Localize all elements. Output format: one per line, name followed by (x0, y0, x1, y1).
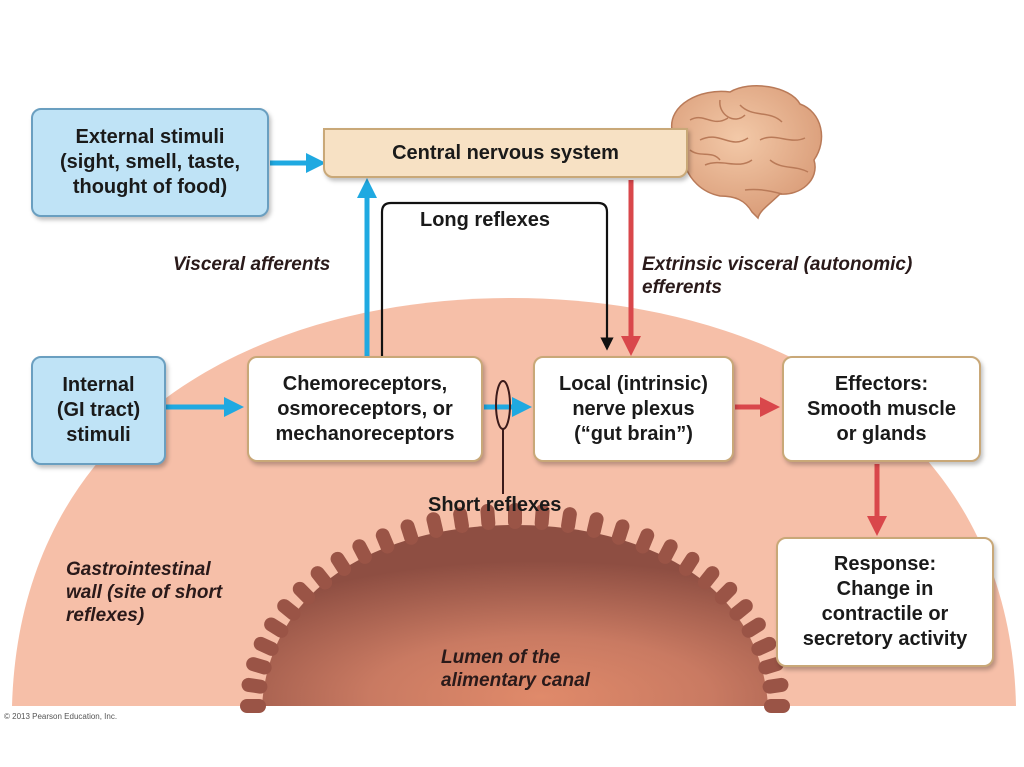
villus (697, 566, 720, 590)
response-box: Response: Change in contractile or secre… (776, 537, 994, 667)
local-plexus-box: Local (intrinsic) nerve plexus (“gut bra… (533, 356, 734, 462)
villus (658, 539, 678, 564)
lumen-label: Lumen of the alimentary canal (441, 646, 590, 692)
villus (240, 699, 266, 713)
response-title: Response: (833, 553, 937, 575)
receptors-line-2: osmoreceptors, or (277, 397, 453, 420)
villus (635, 528, 655, 554)
villus (253, 636, 279, 656)
visceral-afferents-label: Visceral afferents (173, 254, 331, 275)
response-line-2: contractile or (821, 603, 949, 625)
lumen-line-1: Lumen of the (441, 647, 561, 668)
villus (310, 566, 333, 590)
long-reflexes-loop (380, 201, 614, 358)
villus (330, 551, 352, 576)
villus (534, 504, 550, 530)
villus (400, 519, 419, 545)
villus (678, 551, 700, 576)
short-reflexes-label: Short reflexes (428, 494, 562, 516)
extrinsic-efferents-line-1: Extrinsic visceral (autonomic) (642, 254, 913, 275)
effectors-line-1: Smooth muscle (807, 397, 956, 420)
effectors-line-2: or glands (836, 422, 927, 445)
villus (352, 539, 372, 564)
local-plexus-line-1: Local (intrinsic) (559, 372, 708, 395)
external-stimuli-line-1: External stimuli (75, 126, 225, 148)
cns-box: Central nervous system (323, 128, 688, 178)
internal-stimuli-box: Internal (GI tract) stimuli (31, 356, 166, 465)
receptors-line-1: Chemoreceptors, (282, 372, 448, 395)
villus (246, 657, 272, 675)
local-plexus-line-3: (“gut brain”) (574, 422, 693, 445)
response-line-1: Change in (836, 578, 934, 600)
villus (729, 599, 753, 621)
internal-stimuli-line-1: Internal (62, 374, 135, 396)
gi-wall-line-1: Gastrointestinal (66, 559, 211, 580)
external-stimuli-line-3: thought of food) (72, 176, 228, 198)
extrinsic-efferents-label: Extrinsic visceral (autonomic) efferents (642, 253, 912, 299)
villus (292, 581, 316, 605)
villus (751, 636, 777, 656)
gi-wall-line-2: wall (site of short (66, 582, 223, 603)
gi-wall-line-3: reflexes) (66, 605, 145, 626)
villus (764, 699, 790, 713)
brain-icon (669, 85, 823, 220)
villus (480, 504, 496, 530)
response-line-3: secretory activity (802, 628, 968, 650)
local-plexus-line-2: nerve plexus (572, 397, 695, 420)
villus (264, 617, 289, 638)
villus (426, 512, 444, 538)
long-reflexes-label: Long reflexes (420, 209, 551, 231)
villus (375, 528, 395, 554)
villus (586, 512, 604, 538)
villus (561, 507, 577, 533)
lumen-shape (240, 503, 790, 713)
copyright-text: © 2013 Pearson Education, Inc. (4, 712, 118, 721)
receptors-line-3: mechanoreceptors (275, 422, 455, 445)
cns-label: Central nervous system (392, 141, 619, 164)
extrinsic-efferents-line-2: efferents (642, 277, 722, 298)
villus (714, 581, 738, 605)
external-stimuli-line-2: (sight, smell, taste, (59, 151, 241, 173)
effectors-box: Effectors: Smooth muscle or glands (782, 356, 981, 462)
villus (741, 617, 766, 638)
villus (277, 599, 301, 621)
villus (611, 519, 630, 545)
villus (241, 677, 268, 694)
external-stimuli-box: External stimuli (sight, smell, taste, t… (31, 108, 269, 217)
gi-wall-label: Gastrointestinal wall (site of short ref… (66, 558, 222, 627)
internal-stimuli-line-2: (GI tract) (56, 399, 141, 421)
effectors-title: Effectors: (834, 372, 929, 395)
villus (508, 503, 522, 529)
villus (453, 507, 469, 533)
lumen-line-2: alimentary canal (441, 670, 590, 691)
villus (762, 677, 789, 694)
receptors-box: Chemoreceptors, osmoreceptors, or mechan… (247, 356, 483, 462)
internal-stimuli-line-3: stimuli (66, 424, 131, 446)
